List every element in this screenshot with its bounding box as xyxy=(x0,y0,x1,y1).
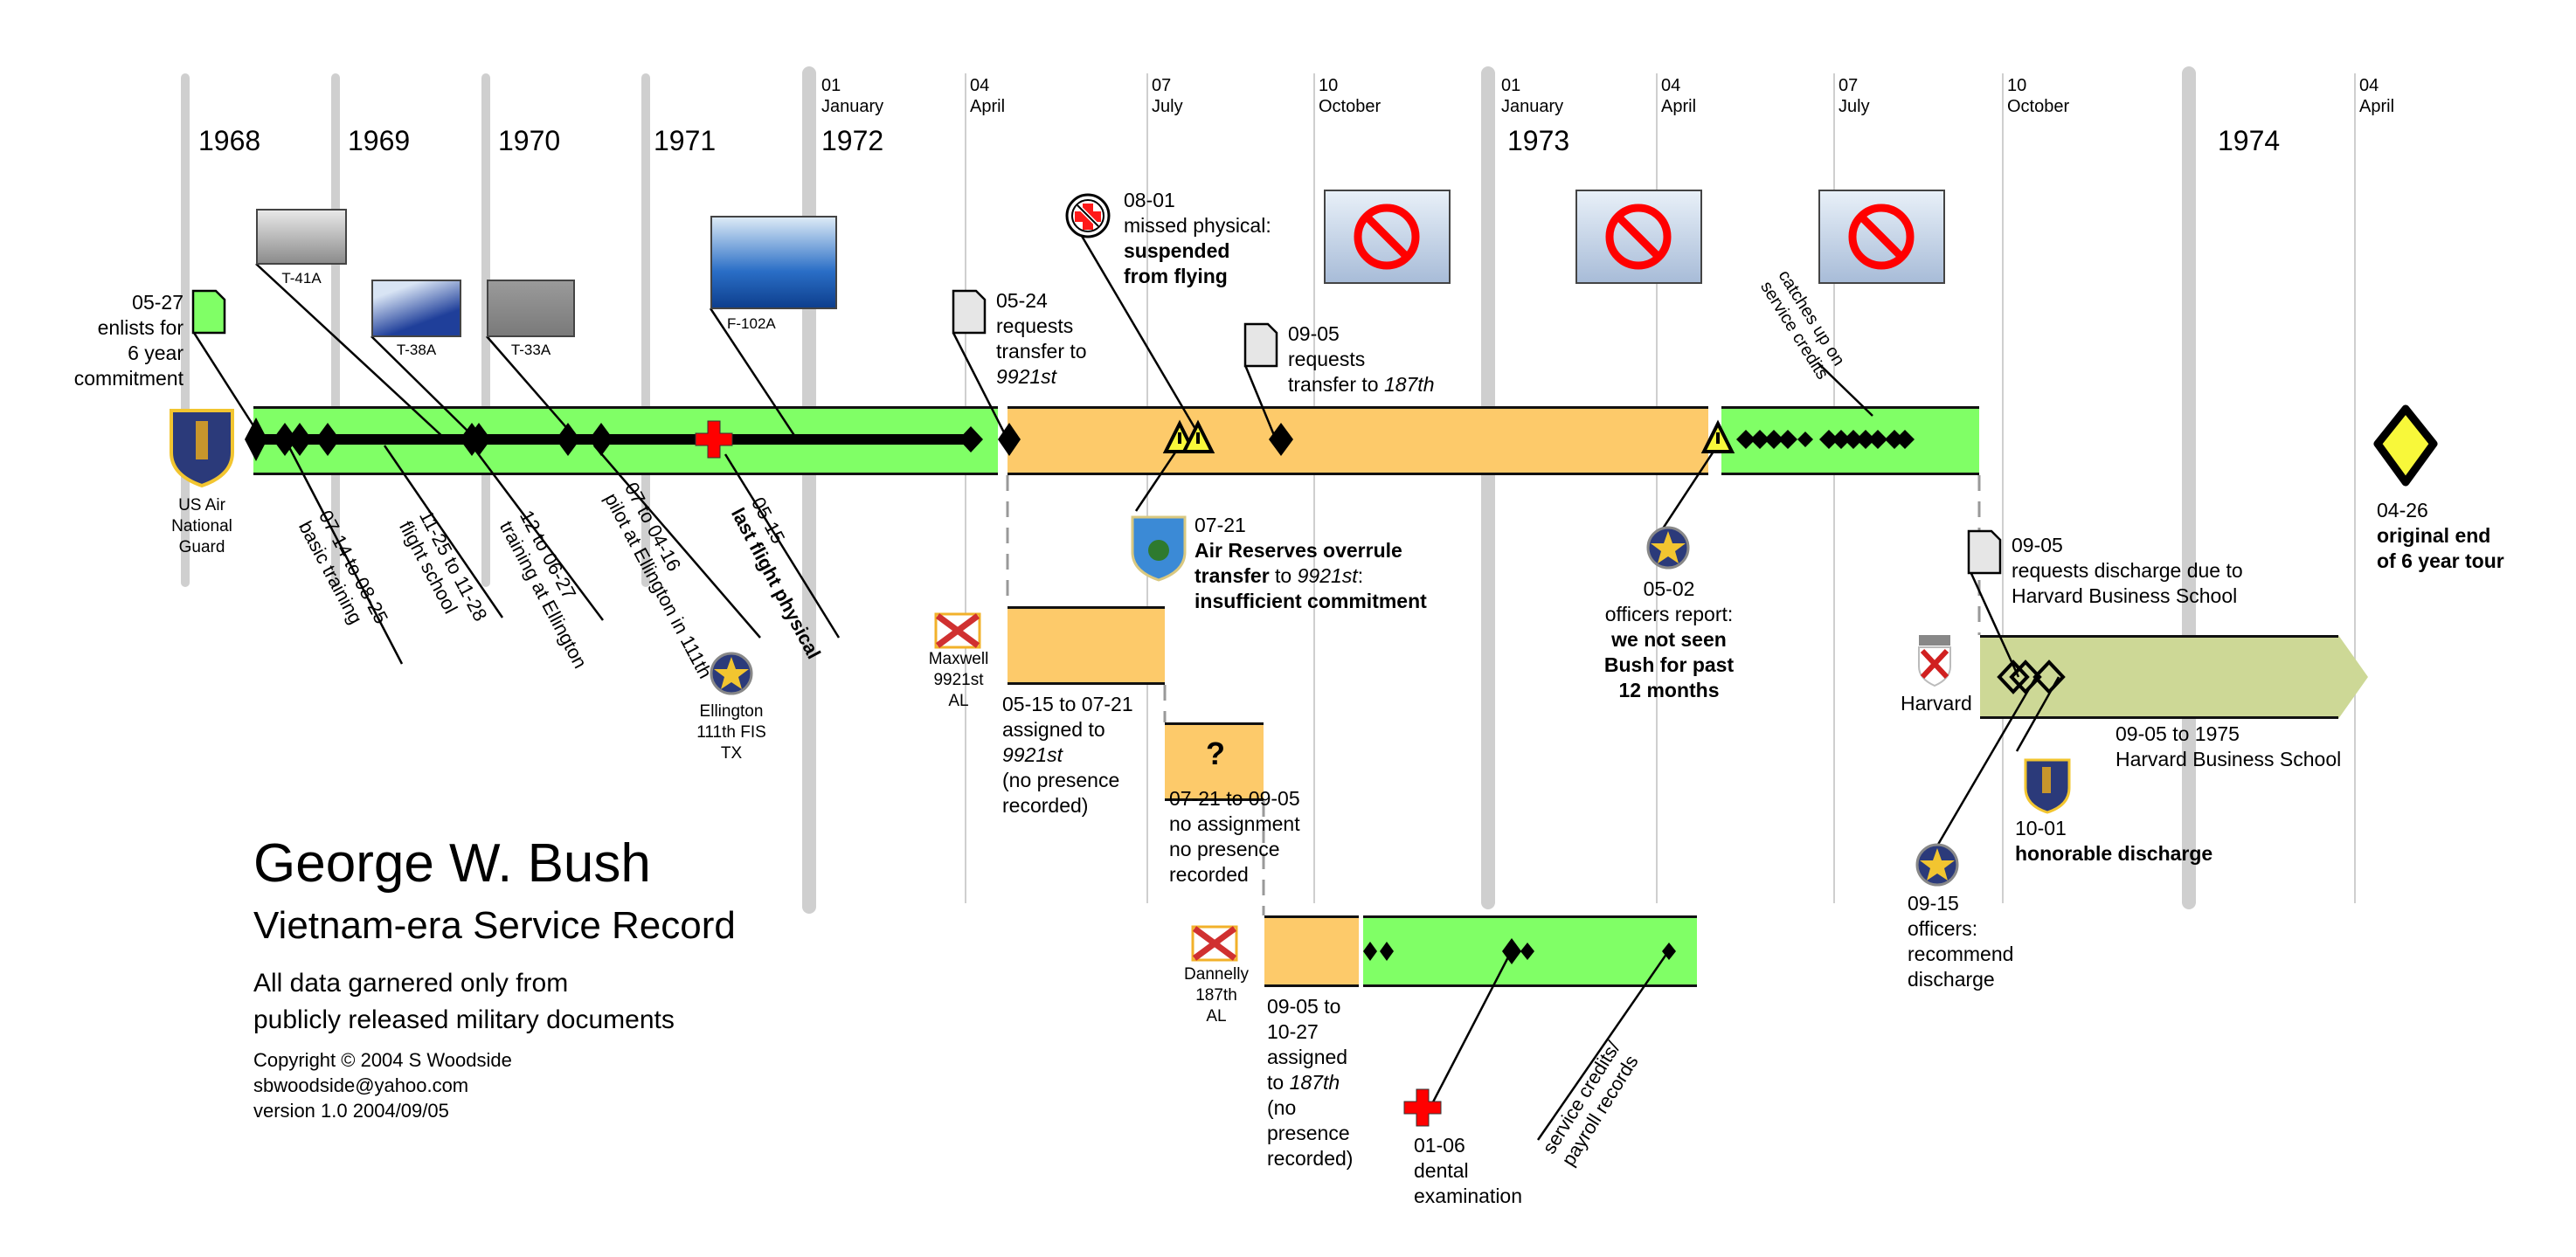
aircraft-label-t33a: T-33A xyxy=(510,342,551,358)
aircraft-photo-t41a xyxy=(256,209,347,265)
harvard-arrow xyxy=(2338,635,2368,719)
unit-label-harvard: Harvard xyxy=(1901,692,1972,715)
harvard-bar xyxy=(1980,635,2338,719)
gridline-1974-apr xyxy=(2354,73,2356,903)
gridline-1973 xyxy=(1481,66,1495,909)
dannelly-active-bar xyxy=(1363,915,1697,987)
aircraft-photo-t38a xyxy=(371,280,461,337)
gridline-1971 xyxy=(641,73,650,587)
event-payroll-records: service credits/payroll records xyxy=(1538,1037,1643,1171)
year-label-1972: 1972 xyxy=(821,125,884,156)
gridline-1968 xyxy=(181,73,190,587)
gridline-1972 xyxy=(802,66,816,914)
dannelly-bar xyxy=(1264,915,1359,987)
inactive-bar xyxy=(1008,406,1708,475)
year-label-1974: 1974 xyxy=(2218,125,2281,156)
aircraft-photo-f102a xyxy=(710,216,837,309)
air-reserve-seal-icon xyxy=(1131,515,1187,582)
maxwell-bar xyxy=(1008,606,1165,685)
gridline-1973-jul xyxy=(1833,73,1835,903)
aircraft-label-t38a: T-38A xyxy=(396,342,437,358)
no-fly-icon xyxy=(1324,190,1451,284)
gridline-1973-oct xyxy=(2002,73,2004,903)
page-title: George W. Bush xyxy=(253,833,651,894)
gridline-1970 xyxy=(481,73,490,587)
no-fly-icon xyxy=(1818,190,1945,284)
page-subtitle: Vietnam-era Service Record xyxy=(253,904,736,947)
harvard-shield-icon xyxy=(1918,635,1951,687)
aircraft-label-t41a: T-41A xyxy=(281,270,322,287)
missed-physical-icon xyxy=(1065,193,1111,238)
gridline-1973-apr xyxy=(1656,73,1658,903)
aircraft-photo-t33a xyxy=(487,280,575,337)
guard-active-bar xyxy=(253,406,998,475)
no-fly-icon xyxy=(1575,190,1702,284)
guard-active-bar-1973 xyxy=(1721,406,1979,475)
question-mark: ? xyxy=(1206,736,1225,771)
year-label-1973: 1973 xyxy=(1507,125,1570,156)
year-label-1970: 1970 xyxy=(498,125,561,156)
gap-bar xyxy=(1165,722,1264,801)
tour-end-diamond xyxy=(2373,404,2438,487)
aircraft-label-f102a: F-102A xyxy=(727,315,776,332)
year-label-1971: 1971 xyxy=(654,125,717,156)
year-label-1968: 1968 xyxy=(198,125,261,156)
gridline-1972-apr xyxy=(965,73,966,903)
year-label-1969: 1969 xyxy=(348,125,411,156)
gridline-1972-oct xyxy=(1313,73,1315,903)
gridline-1974 xyxy=(2182,66,2196,909)
